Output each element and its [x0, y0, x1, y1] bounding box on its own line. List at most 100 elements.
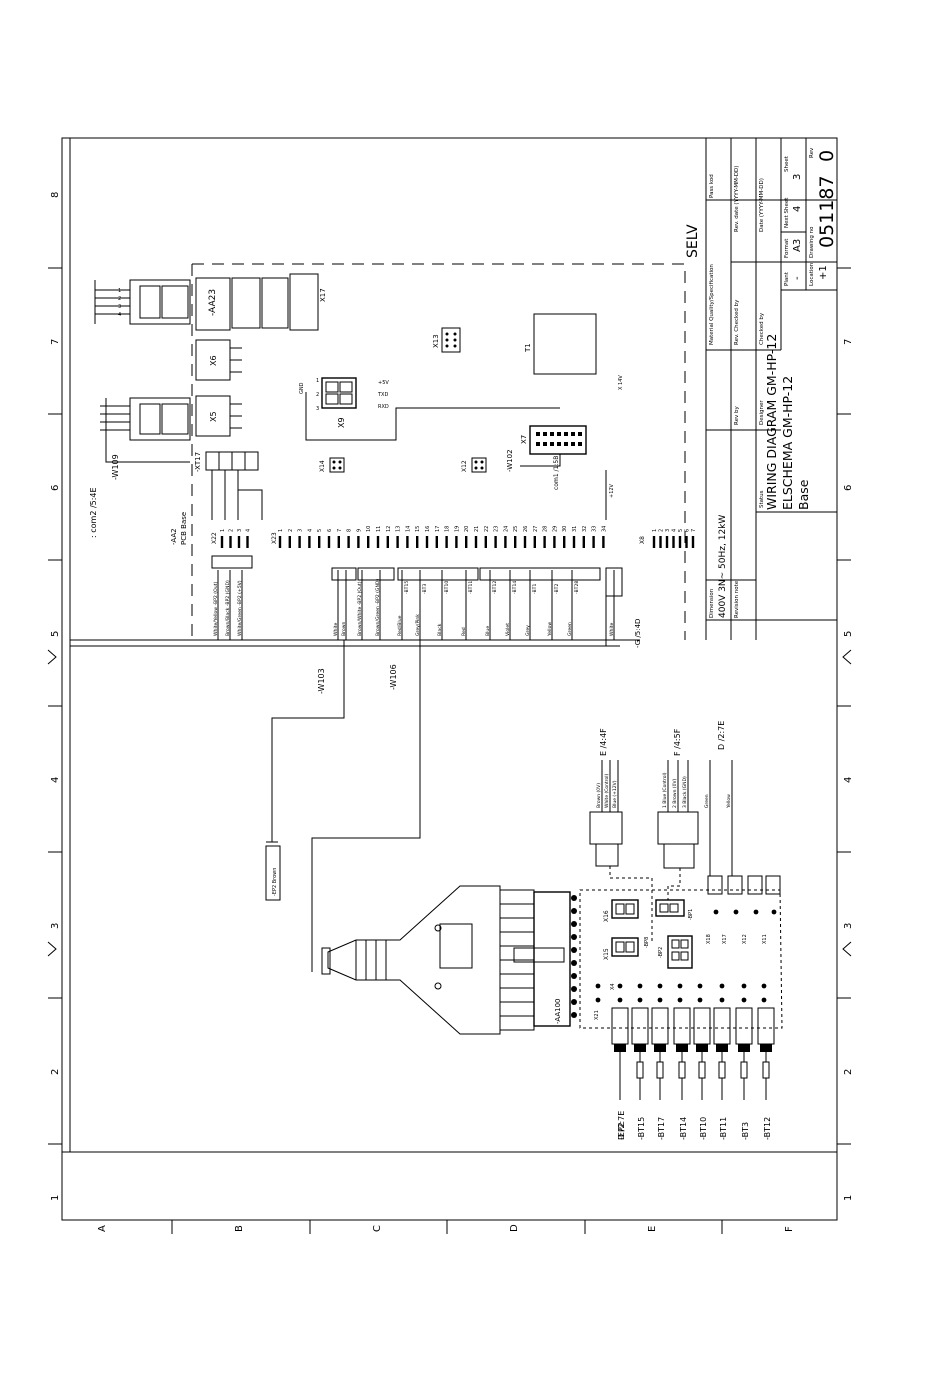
svg-text:20: 20 [464, 526, 470, 532]
svg-text:TXD: TXD [377, 392, 388, 398]
com1-ref: com1 /1:5B [553, 456, 560, 490]
com2-ref: : com2 /5:4E [89, 487, 98, 538]
bottom-sensor: -BT10 [693, 1007, 711, 1140]
d-connector: Green Yellow D /2:7E [704, 721, 733, 862]
svg-text:8: 8 [347, 529, 353, 532]
svg-text:14: 14 [405, 526, 411, 532]
aa100-assembly: -AA100 [321, 885, 577, 1035]
svg-text:1: 1 [316, 378, 319, 384]
svg-text:10: 10 [366, 526, 372, 532]
x23-pin: 20 [464, 526, 470, 548]
zone-letter: C [372, 1225, 383, 1232]
aa2-pcb: -AA2 PCB Base : com2 /5:4E X22 X23 X8 [89, 487, 646, 545]
svg-text:Yellow: Yellow [547, 622, 553, 637]
x22-pin: 4 [246, 529, 252, 548]
svg-text:12: 12 [386, 526, 392, 532]
x22-pin: 2 [229, 529, 235, 548]
svg-text:5: 5 [678, 529, 684, 532]
sensor-code: -BT15 [404, 581, 410, 594]
label-rev: Rev [809, 147, 815, 158]
bp2-connector: -BP2 [658, 935, 693, 969]
bp2-label: -BP2 [658, 947, 664, 958]
svg-text:23: 23 [494, 526, 500, 532]
svg-text:White/Yellow -BP2 (Out): White/Yellow -BP2 (Out) [213, 582, 219, 636]
svg-text:19: 19 [454, 526, 460, 532]
svg-text:-BT12: -BT12 [763, 1117, 772, 1140]
aa23-pin-labels: 1 2 3 4 [118, 288, 121, 318]
sensor-code: -BT11 [468, 581, 474, 594]
x23-pin: 17 [435, 526, 441, 548]
svg-text:31: 31 [572, 526, 578, 532]
svg-text:X17: X17 [722, 934, 728, 944]
svg-text:6: 6 [327, 529, 333, 532]
aa2-label: -AA2 [170, 528, 178, 545]
svg-text:32: 32 [582, 526, 588, 532]
wire-run: Yellow [547, 570, 553, 640]
location-value: +1 [818, 265, 829, 280]
upper-sockets [707, 862, 781, 895]
zone-num: 4 [50, 777, 61, 783]
svg-text:Red/Blue: Red/Blue [397, 615, 403, 636]
zone-num: 4 [843, 777, 854, 783]
label-rev-checked-by: Rev. Checked by [734, 299, 740, 345]
svg-text:-BT3: -BT3 [741, 1122, 750, 1140]
e-connector: Brown (0V) White (Control) Blue (+12V) E… [589, 728, 653, 942]
outer-frame [61, 137, 838, 1221]
zone-num: 1 [50, 1195, 61, 1201]
svg-text:Violet: Violet [505, 623, 511, 636]
svg-text:3: 3 [237, 529, 243, 532]
x8-pin: 4 [672, 529, 678, 548]
sensor-code: -BT2 [554, 584, 560, 594]
sensor-code: -BT12 [492, 581, 498, 594]
svg-text:2: 2 [118, 296, 121, 302]
label-checked-by: Checked by [759, 312, 765, 345]
zone-letter: F [784, 1226, 795, 1232]
ref-14v: X 14V [618, 375, 624, 390]
bottom-sensor: -BT11 [713, 1007, 731, 1140]
bottom-sensor: -BT14 [673, 1007, 691, 1140]
svg-text:24: 24 [503, 526, 509, 532]
x23-pin: 8 [347, 529, 353, 548]
svg-text:2: 2 [288, 529, 294, 532]
sensor-code: -BT10 [444, 581, 450, 594]
ref-d: D /2:7E [717, 721, 726, 750]
zone-num: 2 [50, 1069, 61, 1075]
label-plant: Plant [784, 271, 790, 286]
ep2-bottom: D /2:7E [617, 1111, 626, 1140]
title-block: Pass kod Rev. date (YYYY-MM-DD) Date (YY… [705, 138, 838, 640]
zone-letters-bottom: A B C D E F [97, 1220, 795, 1234]
w106-label: -W106 [389, 664, 398, 690]
svg-text:9: 9 [356, 529, 362, 532]
svg-text:2 Brown (0V): 2 Brown (0V) [672, 778, 678, 808]
f-connector: 1 Blue (Control) 2 Brown (0V) 3 Black (G… [657, 728, 699, 900]
x23-pin: 26 [523, 526, 529, 548]
svg-text:Green: Green [704, 794, 710, 808]
svg-text:Yellow: Yellow [726, 794, 732, 809]
x23-pin: 33 [592, 526, 598, 548]
label-format: Format [784, 238, 790, 258]
label-pass-kod: Pass kod [709, 174, 715, 198]
x23-pin: 19 [454, 526, 460, 548]
svg-text:+5V: +5V [378, 380, 389, 386]
x16-connector: X16 [603, 899, 639, 922]
zone-num: 1 [843, 1195, 854, 1201]
zone-ticks-left [48, 267, 851, 1145]
svg-text:-BT17: -BT17 [657, 1117, 666, 1140]
t1-label: T1 [524, 343, 532, 353]
zone-num: 3 [50, 923, 61, 929]
svg-text:33: 33 [592, 526, 598, 532]
next-sheet-value: 4 [792, 206, 803, 212]
x8-pin: 1 [652, 529, 658, 548]
wire-run: Grey/Pink [415, 570, 421, 640]
x23-pin: 3 [298, 529, 304, 548]
w103-cable: -W103 [266, 640, 345, 843]
svg-text:25: 25 [513, 526, 519, 532]
svg-text:7: 7 [691, 529, 697, 532]
board-dots [595, 909, 777, 1003]
selv-label: SELV [685, 224, 701, 258]
x23-pin: 6 [327, 529, 333, 548]
svg-text:2: 2 [316, 392, 319, 398]
svg-text:Brown/Green -BP2 (GND): Brown/Green -BP2 (GND) [375, 579, 381, 636]
center-marks [47, 649, 852, 957]
aa2-sub: PCB Base [180, 512, 188, 545]
